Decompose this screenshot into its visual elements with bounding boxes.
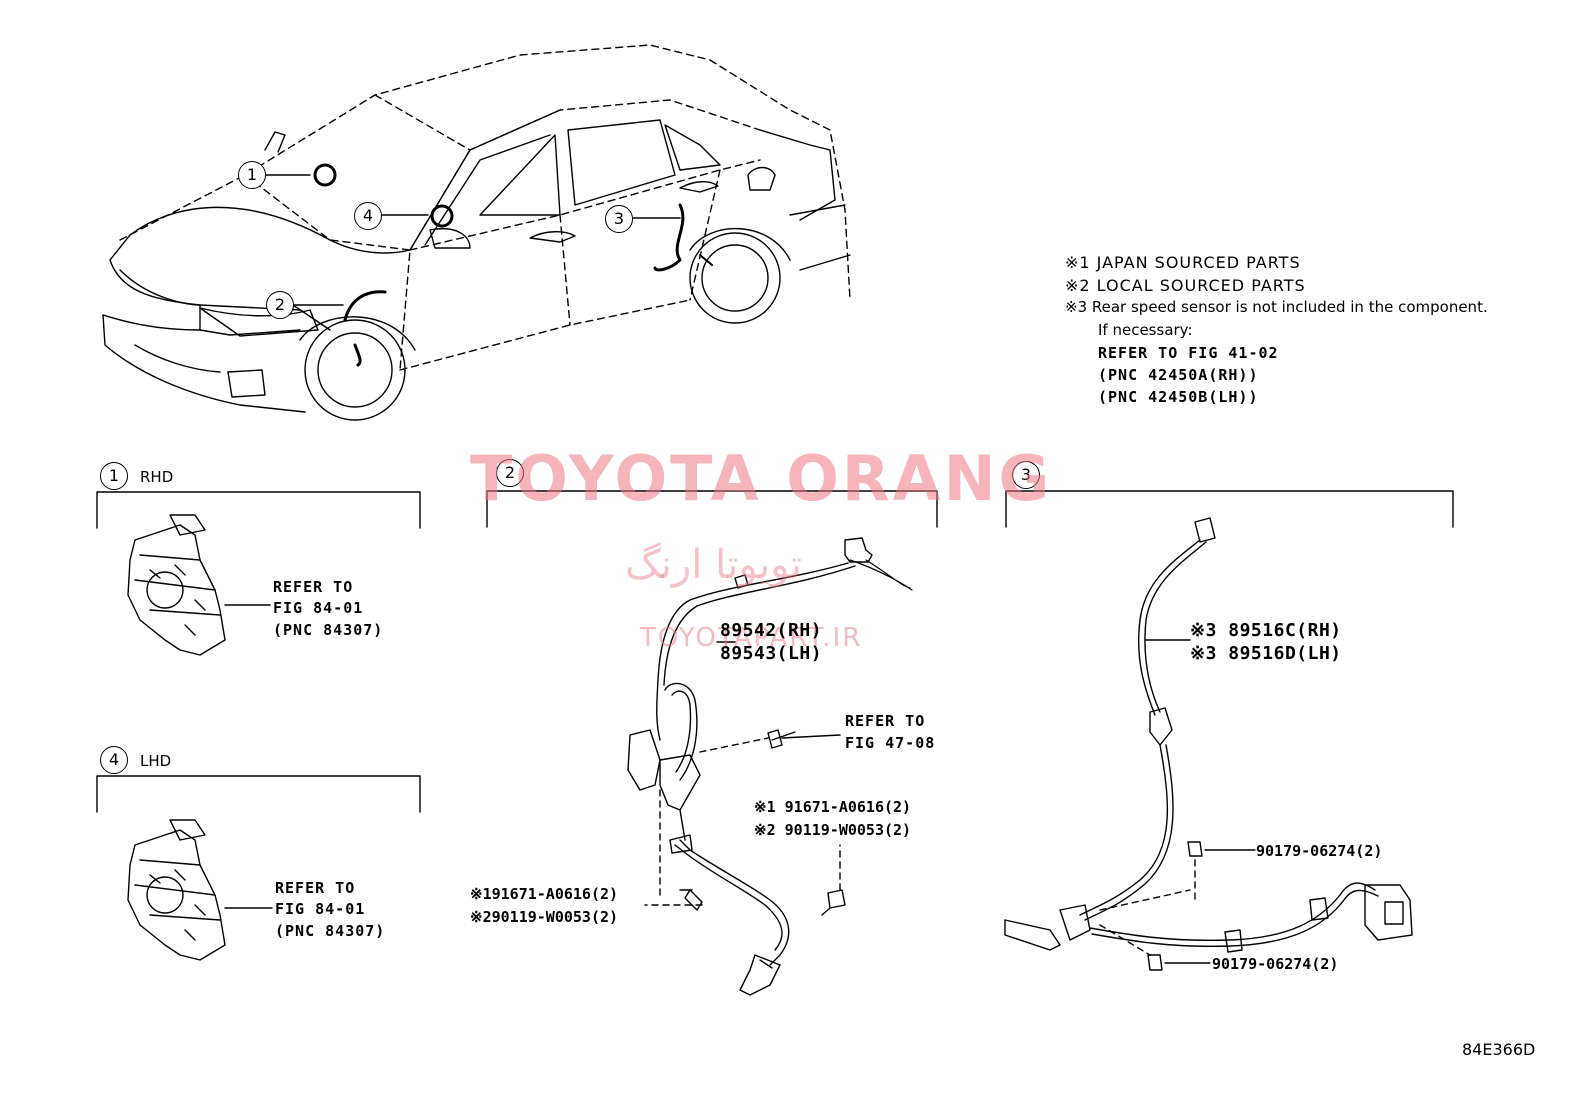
watermark-brand: TOYOTA ORANG bbox=[470, 442, 1053, 515]
spiral-cable-lhd bbox=[127, 819, 273, 961]
rear-sensor-lh-part: ※3 89516D(LH) bbox=[1190, 643, 1342, 664]
spiral-rhd-pnc: (PNC 84307) bbox=[273, 621, 384, 639]
section-4-side: LHD bbox=[140, 752, 172, 770]
front-refer-line1: REFER TO bbox=[845, 712, 926, 730]
front-bolt-right-japan: ※1 91671-A0616(2) bbox=[754, 798, 912, 816]
front-sensor-lh-part: 89543(LH) bbox=[720, 643, 823, 664]
figure-code: 84E366D bbox=[1462, 1040, 1536, 1059]
front-bolt-left-local: ※290119-W0053(2) bbox=[470, 908, 619, 926]
spiral-lhd-pnc: (PNC 84307) bbox=[275, 922, 386, 940]
section-4-number: 4 bbox=[100, 746, 128, 774]
section-2-number: 2 bbox=[496, 459, 524, 487]
note-local-sourced: ※2 LOCAL SOURCED PARTS bbox=[1065, 276, 1306, 295]
section-brackets bbox=[96, 490, 1454, 813]
front-sensor-rh-part: 89542(RH) bbox=[720, 620, 823, 641]
note-pnc-lh: (PNC 42450B(LH)) bbox=[1098, 388, 1259, 406]
callout-2: 2 bbox=[266, 291, 294, 319]
rear-speed-sensor bbox=[1004, 517, 1413, 971]
watermark-persian: تویوتا ارنگ bbox=[625, 542, 802, 588]
section-1-number: 1 bbox=[100, 462, 128, 490]
section-3-number: 3 bbox=[1012, 461, 1040, 489]
note-refer-fig: REFER TO FIG 41-02 bbox=[1098, 344, 1279, 362]
spiral-lhd-fig: FIG 84-01 bbox=[275, 900, 366, 918]
car-illustration bbox=[102, 44, 851, 421]
watermark-url: TOYOTAPART.IR bbox=[640, 623, 863, 653]
callout-3: 3 bbox=[605, 205, 633, 233]
front-refer-line2: FIG 47-08 bbox=[845, 734, 936, 752]
spiral-rhd-fig: FIG 84-01 bbox=[273, 599, 364, 617]
note-if-necessary: If necessary: bbox=[1098, 321, 1193, 339]
front-bolt-left-japan: ※191671-A0616(2) bbox=[470, 885, 619, 903]
section-1-side: RHD bbox=[140, 468, 174, 486]
spiral-lhd-refer: REFER TO bbox=[275, 879, 356, 897]
rear-sensor-rh-part: ※3 89516C(RH) bbox=[1190, 620, 1342, 641]
callout-4: 4 bbox=[354, 202, 382, 230]
callout-1: 1 bbox=[238, 161, 266, 189]
note-rear-sensor: ※3 Rear speed sensor is not included in … bbox=[1065, 298, 1488, 316]
rear-clamp-upper-part: 90179-06274(2) bbox=[1256, 842, 1383, 860]
note-japan-sourced: ※1 JAPAN SOURCED PARTS bbox=[1065, 253, 1301, 272]
front-bolt-right-local: ※2 90119-W0053(2) bbox=[754, 821, 912, 839]
front-speed-sensor bbox=[627, 537, 913, 996]
spiral-rhd-refer: REFER TO bbox=[273, 578, 354, 596]
spiral-cable-rhd bbox=[127, 514, 271, 656]
note-pnc-rh: (PNC 42450A(RH)) bbox=[1098, 366, 1259, 384]
rear-clamp-lower-part: 90179-06274(2) bbox=[1212, 955, 1339, 973]
